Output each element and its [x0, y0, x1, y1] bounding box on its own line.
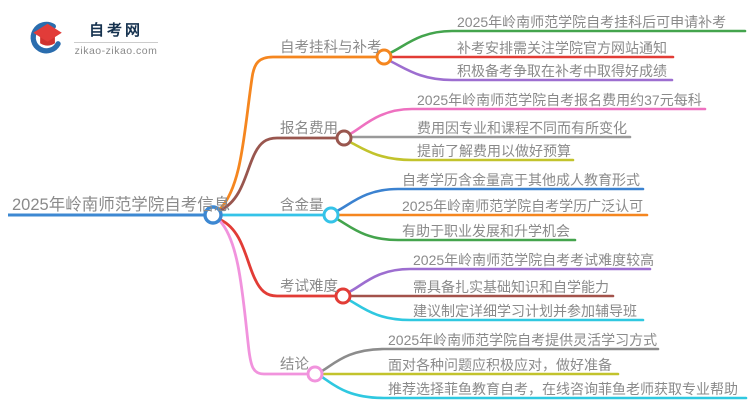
site-logo[interactable]: 自考网 zikao-zikao.com [28, 19, 158, 57]
branch-label-conclusion: 结论 [280, 357, 309, 373]
leaf-label: 面对各种问题应积极应对，做好准备 [388, 357, 612, 373]
branch-label-difficulty: 考试难度 [280, 279, 338, 295]
edge-root-to-branch-0 [218, 55, 379, 211]
leaf-label: 提前了解费用以做好预算 [417, 143, 571, 159]
logo-text-block: 自考网 zikao-zikao.com [74, 19, 158, 57]
leaf-label: 积极备考争取在补考中取得好成绩 [457, 63, 667, 79]
node-branch-0 [375, 48, 393, 66]
edge-root-to-branch-4 [218, 219, 308, 376]
logo-domain: zikao-zikao.com [74, 45, 158, 57]
edge-branch-2-leaf-2 [335, 217, 577, 242]
graduation-cap-icon [30, 21, 62, 54]
edge-root-to-branch-3 [219, 218, 338, 298]
edge-branch-3-leaf-2 [347, 298, 645, 322]
root-topic-label: 2025年岭南师范学院自考信息 [12, 196, 231, 214]
edge-branch-2-leaf-0 [335, 187, 645, 213]
branch-label-value: 含金量 [280, 198, 324, 214]
edge-branch-4-leaf-2 [320, 375, 748, 400]
leaf-label: 有助于职业发展和升学机会 [402, 223, 570, 239]
branch-label-resit: 自考挂科与补考 [280, 40, 382, 56]
edge-branch-0-leaf-2 [388, 59, 674, 82]
edge-branch-4-leaf-0 [320, 347, 660, 373]
node-branch-3 [334, 287, 352, 305]
leaf-label: 费用因专业和课程不同而有所变化 [417, 120, 627, 136]
node-root [203, 205, 223, 225]
leaf-label: 2025年岭南师范学院自考学历广泛认可 [402, 198, 644, 214]
edge-branch-1-leaf-2 [348, 140, 575, 162]
logo-title: 自考网 [88, 22, 143, 39]
leaf-label: 2025年岭南师范学院自考挂科后可申请补考 [457, 14, 727, 30]
edge-branch-3-leaf-0 [347, 267, 652, 294]
leaf-label: 需具备扎实基础知识和自学能力 [413, 279, 609, 295]
leaf-label: 自考学历含金量高于其他成人教育形式 [402, 172, 640, 188]
leaf-label: 补考安排需关注学院官方网站通知 [457, 40, 667, 56]
leaf-label: 2025年岭南师范学院自考考试难度较高 [413, 252, 655, 268]
node-branch-1 [335, 129, 353, 147]
branch-label-fees: 报名费用 [280, 121, 338, 137]
leaf-label: 2025年岭南师范学院自考提供灵活学习方式 [388, 332, 658, 348]
edge-branch-1-leaf-0 [348, 107, 707, 136]
logo-divider [74, 42, 158, 43]
node-branch-2 [322, 206, 340, 224]
leaf-label: 建议制定详细学习计划并参加辅导班 [413, 303, 637, 319]
node-branch-4 [306, 365, 324, 383]
edge-root-to-branch-1 [219, 136, 339, 212]
edge-branch-0-leaf-0 [388, 29, 747, 55]
leaf-label: 推荐选择菲鱼教育自考，在线咨询菲鱼老师获取专业帮助 [388, 381, 738, 397]
leaf-label: 2025年岭南师范学院自考报名费用约37元每科 [417, 92, 702, 108]
